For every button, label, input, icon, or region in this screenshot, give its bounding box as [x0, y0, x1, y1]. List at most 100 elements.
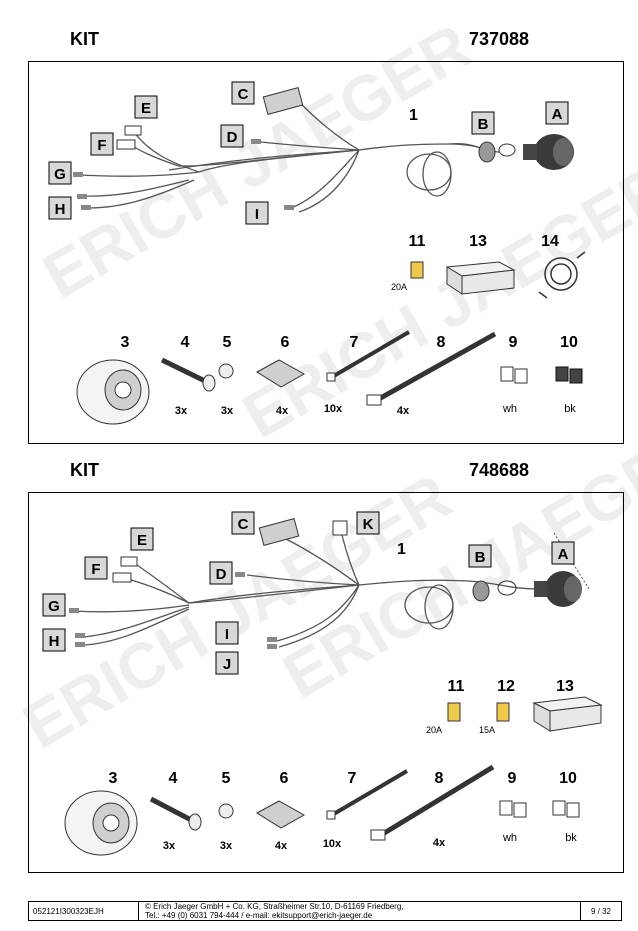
part-number: 13	[469, 233, 487, 250]
screw-icon	[149, 796, 202, 831]
nut-icon	[218, 803, 234, 819]
svg-text:I: I	[255, 206, 259, 223]
part-number: 6	[280, 770, 289, 787]
fuse-icon	[496, 702, 510, 722]
kit1-number: 737088	[469, 29, 530, 49]
label-box-c: C	[231, 81, 255, 105]
label-box-a: A	[551, 541, 575, 565]
svg-text:I: I	[225, 626, 229, 643]
color-label: bk	[565, 832, 577, 844]
part-number: 3	[121, 334, 130, 351]
svg-text:F: F	[97, 137, 106, 154]
cable-tie-icon	[326, 330, 411, 382]
bracket-icon	[538, 251, 586, 299]
part-number: 11	[409, 233, 426, 250]
label-box-d: D	[209, 561, 233, 585]
box-icon	[532, 696, 603, 732]
company-line: © Erich Jaeger GmbH + Co. KG, Straßheime…	[145, 902, 404, 911]
label-box-e: E	[130, 527, 154, 551]
footer: 052121I300323EJH © Erich Jaeger GmbH + C…	[28, 901, 622, 921]
part-number: 12	[497, 678, 515, 695]
part-number: 7	[350, 334, 359, 351]
part-number: 5	[222, 770, 231, 787]
label-box-g: G	[48, 161, 72, 185]
quantity: 3x	[220, 840, 233, 852]
kit2-label: KIT	[70, 460, 99, 480]
svg-text:B: B	[475, 549, 486, 566]
quantity: 4x	[276, 405, 289, 417]
svg-text:D: D	[227, 129, 238, 146]
kit2-panel: A B C D E F G H I J K 1 11 12 13 20A 15A…	[28, 492, 624, 873]
part-number: 6	[281, 334, 290, 351]
quantity: 3x	[175, 405, 188, 417]
svg-text:A: A	[552, 106, 563, 123]
pad-icon	[256, 359, 306, 388]
label-box-b: B	[471, 111, 495, 135]
label-box-a: A	[545, 101, 569, 125]
label-box-i: I	[245, 201, 269, 225]
svg-text:G: G	[48, 598, 60, 615]
footer-company: © Erich Jaeger GmbH + Co. KG, Straßheime…	[139, 902, 581, 920]
part-number: 10	[559, 770, 577, 787]
fuse-icon	[447, 702, 461, 722]
part-number: 3	[109, 770, 118, 787]
socket-icon	[64, 790, 138, 856]
label-box-b: B	[468, 544, 492, 568]
box-icon	[445, 261, 516, 295]
label-box-f: F	[84, 556, 108, 580]
part-number: 14	[541, 233, 559, 250]
part-number: 7	[348, 770, 357, 787]
cable-number: 1	[409, 107, 418, 124]
contact-line: Tel.: +49 (0) 6031 794-444 / e-mail: eki…	[145, 911, 373, 920]
part-number: 10	[560, 334, 578, 351]
svg-text:G: G	[54, 166, 66, 183]
quantity: 3x	[163, 840, 176, 852]
quantity: 4x	[397, 405, 410, 417]
svg-text:E: E	[141, 100, 151, 117]
kit2-diagram: A B C D E F G H I J K 1 11 12 13 20A 15A…	[42, 511, 603, 856]
label-box-h: H	[42, 628, 66, 652]
svg-text:B: B	[478, 116, 489, 133]
fuse-rating: 20A	[391, 282, 407, 292]
cable-tie-icon	[370, 764, 495, 841]
quantity: 10x	[324, 403, 343, 415]
quantity: 4x	[275, 840, 288, 852]
label-box-k: K	[356, 511, 380, 535]
part-number: 8	[437, 334, 446, 351]
part-number: 8	[435, 770, 444, 787]
label-box-i: I	[215, 621, 239, 645]
svg-text:C: C	[238, 86, 249, 103]
svg-text:H: H	[49, 633, 60, 650]
pad-icon	[256, 800, 306, 829]
clip-icon	[552, 800, 580, 818]
label-box-g: G	[42, 593, 66, 617]
svg-text:D: D	[216, 566, 227, 583]
svg-text:C: C	[238, 516, 249, 533]
label-box-f: F	[90, 132, 114, 156]
document-id: 052121I300323EJH	[29, 902, 139, 920]
svg-text:H: H	[55, 201, 66, 218]
fuse-icon	[410, 261, 424, 279]
part-number: 4	[169, 770, 178, 787]
color-label: wh	[502, 403, 517, 415]
part-number: 5	[223, 334, 232, 351]
quantity: 3x	[221, 405, 234, 417]
part-number: 13	[556, 678, 574, 695]
svg-text:J: J	[223, 656, 231, 673]
fuse-rating: 20A	[426, 725, 442, 735]
kit1-panel: A B C D E F G H I 1 11 13 14 20A 3 4 5 6…	[28, 61, 624, 444]
kit2-number: 748688	[469, 460, 530, 480]
clip-icon	[500, 366, 528, 384]
label-box-d: D	[220, 124, 244, 148]
svg-text:A: A	[558, 546, 569, 563]
part-number: 11	[448, 678, 465, 695]
color-label: bk	[564, 403, 576, 415]
svg-text:E: E	[137, 532, 147, 549]
label-box-c: C	[231, 511, 255, 535]
quantity: 10x	[323, 838, 342, 850]
cable-tie-icon	[366, 331, 497, 406]
svg-text:K: K	[363, 516, 374, 533]
part-number: 4	[181, 334, 190, 351]
screw-icon	[160, 357, 216, 392]
nut-icon	[218, 363, 234, 379]
